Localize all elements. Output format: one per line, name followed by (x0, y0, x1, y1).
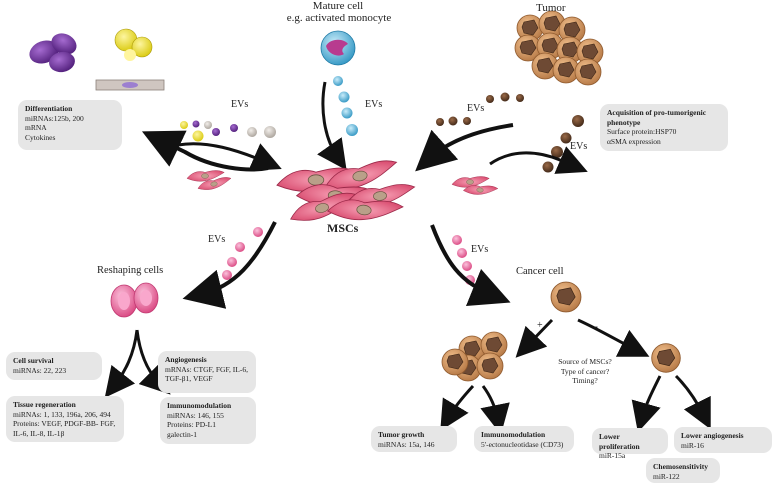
protumor-line: Surface protein:HSP70 (607, 127, 677, 137)
tumor-growth-cluster-icon (441, 331, 508, 382)
arrow-from-differentiation (177, 142, 282, 171)
protumor-line: αSMA expression (607, 136, 661, 146)
differentiation-box: Differentiation miRNAs:125b, 200 mRNA Cy… (18, 100, 122, 150)
chemosensitivity-title: Chemosensitivity (653, 462, 708, 471)
differentiation-line: Cytokines (25, 132, 56, 142)
blue-vesicles-icon (333, 76, 358, 136)
cell-survival-line: miRNAs: 22, 223 (13, 365, 67, 375)
lower-angiogenesis-title: Lower angiogenesis (681, 431, 744, 440)
arrow-from-tumor (415, 123, 514, 172)
mature-cell-title: Mature cell (312, 0, 364, 12)
reshaping-cells-label: Reshaping cells (97, 265, 164, 276)
lower-proliferation-line: miR-15a (599, 451, 626, 461)
tumor-growth-line: miRNAs: 15a, 146 (378, 439, 435, 449)
mature-cell-label: Mature cell (290, 0, 386, 12)
immunomodulation-left-title: Immunomodulation (167, 401, 232, 410)
protumor-title: Acquisition of pro-tumorigenic (607, 108, 707, 117)
arrow-plus-branch (515, 318, 554, 358)
cell-survival-title: Cell survival (13, 356, 54, 365)
chemosensitivity-box: Chemosensitivity miR-122 (646, 458, 720, 483)
immunomodulation-right-line: 5'-ectonucleotidase (CD73) (481, 439, 564, 449)
tissue-regeneration-line: IL-6, IL-8, IL-1β (13, 428, 65, 438)
cell-survival-box: Cell survival miRNAs: 22, 223 (6, 352, 102, 380)
lower-proliferation-box: Lower proliferation miR-15a (592, 428, 668, 460)
angiogenesis-line: mRNAs: CTGF, FGF, IL-6, (165, 364, 248, 374)
tumor-label: Tumor (536, 2, 566, 14)
arrow-to-immunomodulation-left (135, 329, 171, 395)
tumor-mass-icon (514, 10, 604, 86)
mixed-vesicles-icon (180, 120, 276, 142)
question-source: Source of MSCs? (558, 357, 612, 366)
differentiation-line: miRNAs:125b, 200 (25, 113, 84, 123)
minus-sign: - (594, 319, 598, 333)
lower-angiogenesis-line: miR-16 (681, 440, 704, 450)
ev-label-lower-left: EVs (208, 234, 226, 245)
open-questions: Source of MSCs? Type of cancer? Timing? (545, 357, 625, 386)
msc-label: MSCs (327, 221, 359, 235)
arrow-to-tissue-regeneration (104, 329, 139, 398)
lower-proliferation-title: Lower proliferation (599, 432, 640, 451)
differentiation-line: mRNA (25, 123, 47, 133)
msc-cluster-icon (276, 158, 417, 225)
tissue-regeneration-line: Proteins: VEGF, PDGF-BB- FGF, (13, 419, 116, 429)
cancer-cell-icon (550, 281, 582, 313)
brown-vesicles-icon (436, 92, 584, 173)
arrow-to-tumor-growth (440, 384, 475, 431)
osteoblast-cell-icon (95, 79, 165, 91)
small-msc-left-icon (186, 170, 233, 192)
arrow-to-lower-angiogenesis (674, 374, 711, 430)
immunomodulation-right-box: Immunomodulation 5'-ectonucleotidase (CD… (474, 426, 574, 452)
arrow-to-cancer-cell (430, 224, 511, 306)
tissue-regeneration-box: Tissue regeneration miRNAs: 1, 133, 196a… (6, 396, 124, 442)
arrow-to-tumor-phenotype (489, 146, 588, 174)
single-tumor-cell-icon (651, 343, 681, 373)
question-type: Type of cancer? (560, 366, 610, 376)
protumor-phenotype-box: Acquisition of pro-tumorigenic phenotype… (600, 104, 728, 151)
immunomodulation-left-line: galectin-1 (167, 429, 197, 439)
protumor-title: phenotype (607, 117, 641, 127)
chemosensitivity-line: miR-122 (653, 471, 680, 481)
adipocyte-cells-icon (114, 28, 153, 61)
ev-label-left: EVs (231, 99, 249, 110)
tumor-growth-title: Tumor growth (378, 430, 425, 439)
monocyte-example-label: e.g. activated monocyte (286, 12, 392, 24)
tissue-regeneration-line: miRNAs: 1, 133, 196a, 206, 494 (13, 409, 111, 419)
immunomodulation-right-title: Immunomodulation (481, 430, 546, 439)
cancer-cell-label: Cancer cell (516, 266, 564, 277)
arrow-to-lower-proliferation (631, 375, 662, 433)
small-msc-right-icon (451, 176, 499, 197)
ev-label-lower-right: EVs (471, 244, 489, 255)
arrow-to-reshaping-cells (182, 221, 277, 309)
reshaping-cells-icon (110, 282, 159, 318)
immunomodulation-left-line: Proteins: PD-L1 (167, 420, 216, 430)
immunomodulation-left-box: Immunomodulation miRNAs: 146, 155 Protei… (160, 397, 256, 444)
plus-sign: + (537, 320, 543, 331)
arrow-minus-branch (577, 318, 650, 357)
angiogenesis-line: TGF-β1, VEGF (165, 374, 213, 384)
ev-label-right: EVs (570, 141, 588, 152)
monocyte-cell-icon (320, 30, 356, 66)
tumor-growth-box: Tumor growth miRNAs: 15a, 146 (371, 426, 457, 452)
differentiation-title: Differentiation (25, 104, 73, 113)
angiogenesis-title: Angiogenesis (165, 355, 207, 364)
ev-label-right-top: EVs (467, 103, 485, 114)
arrow-to-immunomodulation-right (480, 385, 510, 435)
lower-angiogenesis-box: Lower angiogenesis miR-16 (674, 427, 772, 453)
immunomodulation-left-line: miRNAs: 146, 155 (167, 410, 224, 420)
ev-label-center: EVs (365, 99, 383, 110)
tissue-regeneration-title: Tissue regeneration (13, 400, 76, 409)
question-timing: Timing? (572, 376, 598, 385)
angiogenesis-box: Angiogenesis mRNAs: CTGF, FGF, IL-6, TGF… (158, 351, 256, 393)
arrow-monocyte-to-mscs (317, 81, 347, 171)
red-blood-cells-icon (29, 33, 77, 73)
